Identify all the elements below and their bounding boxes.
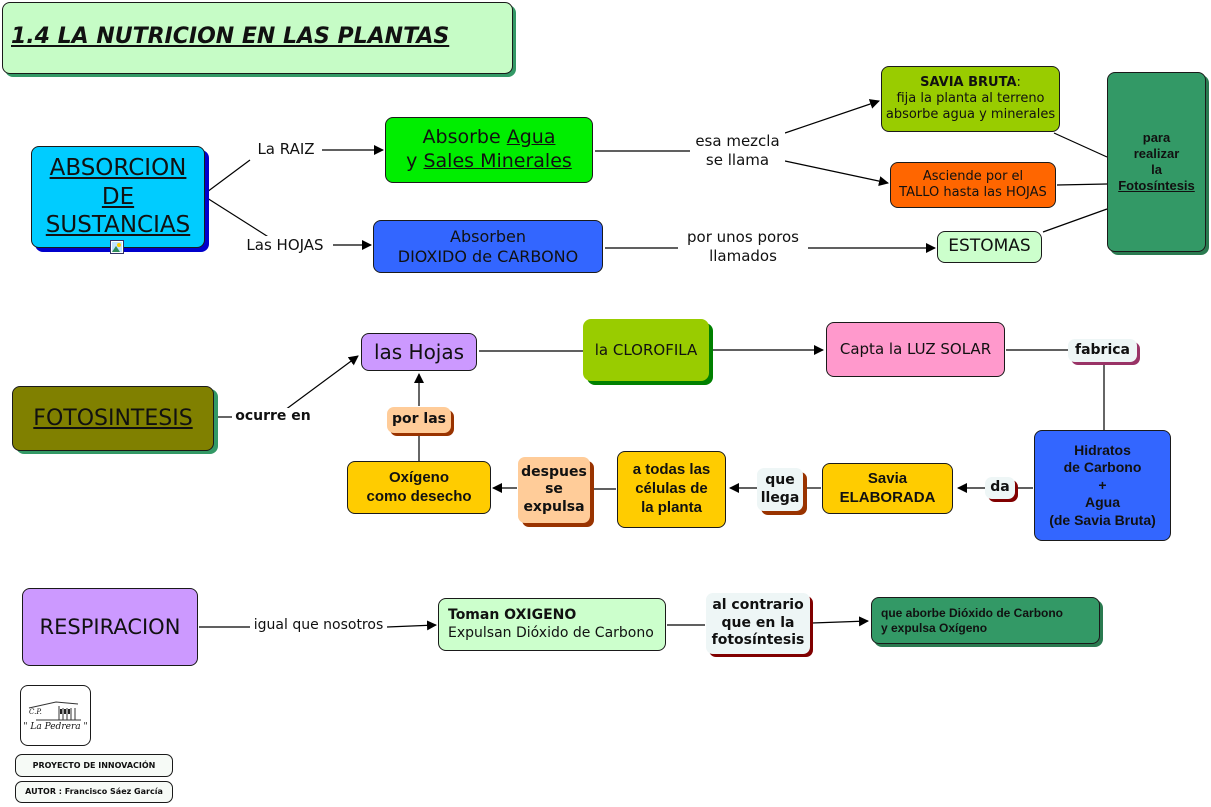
sales-text-b: Sales Minerales xyxy=(423,150,572,172)
despues-text: despues se expulsa xyxy=(521,463,587,515)
agua-text-a: Absorbe xyxy=(422,126,507,149)
proyecto-text: PROYECTO DE INNOVACIÓN xyxy=(32,760,156,770)
fotosintesis-text: FOTOSINTESIS xyxy=(33,405,193,431)
node-aborbe-dioxido[interactable]: que aborbe Dióxido de Carbono y expulsa … xyxy=(871,597,1100,644)
dioxido-line2: DIOXIDO de CARBONO xyxy=(397,246,579,266)
hojas-text: las Hojas xyxy=(373,339,465,364)
luz-text: Capta la LUZ SOLAR xyxy=(839,340,992,359)
sales-text-a: y xyxy=(406,150,424,172)
absorcion-line2: DE xyxy=(101,183,135,210)
savia-bruta-colon: : xyxy=(1016,74,1021,90)
node-respiracion[interactable]: RESPIRACION xyxy=(22,588,198,666)
respiracion-text: RESPIRACION xyxy=(39,614,181,639)
oxigeno-text: Oxígeno como desecho xyxy=(366,468,472,505)
para-line3: la xyxy=(1151,162,1162,177)
por-las-text: por las xyxy=(392,411,446,428)
node-estomas[interactable]: ESTOMAS xyxy=(937,231,1042,263)
savia-elaborada-text: Savia ELABORADA xyxy=(839,469,936,506)
toman-line1: Toman OXIGENO xyxy=(448,607,577,623)
node-savia-elaborada[interactable]: Savia ELABORADA xyxy=(822,463,953,514)
edge-absorcion-hojas xyxy=(206,197,271,239)
link-ocurre-en: ocurre en xyxy=(232,408,314,426)
node-la-clorofila[interactable]: la CLOROFILA xyxy=(583,319,709,381)
edge-absorcion-raiz xyxy=(206,159,251,193)
building-icon xyxy=(28,701,81,721)
toman-line2: Expulsan Dióxido de Carbono xyxy=(448,624,654,641)
absorcion-line1: ABSORCION xyxy=(49,154,187,181)
node-savia-bruta[interactable]: SAVIA BRUTA: fija la planta al terreno a… xyxy=(881,66,1060,132)
logo-cp-text: C.P. xyxy=(29,708,42,716)
node-absorbe-agua[interactable]: Absorbe Agua y Sales Minerales xyxy=(385,117,593,183)
link-al-contrario: al contrario que en la fotosíntesis xyxy=(706,593,810,654)
edge-saviabruta-para xyxy=(1053,132,1108,158)
celulas-text: a todas las células de la planta xyxy=(632,461,711,516)
node-absorben-dioxido[interactable]: Absorben DIOXIDO de CARBONO xyxy=(373,220,603,273)
que-llega-text: que llega xyxy=(760,472,800,506)
link-que-llega: que llega xyxy=(757,468,803,511)
title-box: 1.4 LA NUTRICION EN LAS PLANTAS xyxy=(2,2,513,74)
edge-contrario-aborbe xyxy=(811,616,869,627)
savia-bruta-line3: absorbe agua y minerales xyxy=(885,107,1056,123)
asciende-line1: Asciende por el xyxy=(922,168,1024,184)
da-text: da xyxy=(990,479,1010,496)
edge-asciende-para xyxy=(1056,183,1108,186)
link-esa-mezcla: esa mezcla se llama xyxy=(690,132,785,170)
edge-estomas-para xyxy=(1042,208,1108,233)
edge-mezcla-asciende xyxy=(784,160,889,187)
node-asciende-tallo[interactable]: Asciende por el TALLO hasta las HOJAS xyxy=(890,162,1056,208)
estomas-text: ESTOMAS xyxy=(948,236,1031,257)
edge-mezcla-saviabruta xyxy=(784,99,880,134)
school-logo: C.P. " La Pedrera " xyxy=(20,685,91,746)
contrario-text: al contrario que en la fotosíntesis xyxy=(711,597,805,649)
aborbe-text: que aborbe Dióxido de Carbono y expulsa … xyxy=(881,605,1064,635)
hidratos-text: Hidratos de Carbono + Agua (de Savia Bru… xyxy=(1049,441,1156,528)
para-line2: realizar xyxy=(1133,145,1180,161)
savia-bruta-title: SAVIA BRUTA xyxy=(920,74,1017,90)
autor-text: AUTOR : Francisco Sáez García xyxy=(25,787,163,796)
image-attachment-icon[interactable] xyxy=(110,240,124,254)
edge-ocurre-hojas xyxy=(284,355,359,411)
proyecto-label: PROYECTO DE INNOVACIÓN xyxy=(15,754,173,777)
clorofila-text: la CLOROFILA xyxy=(594,340,698,359)
page-title: 1.4 LA NUTRICION EN LAS PLANTAS xyxy=(11,24,450,49)
node-capta-luz-solar[interactable]: Capta la LUZ SOLAR xyxy=(826,322,1005,377)
para-line4: Fotosíntesis xyxy=(1118,178,1195,194)
agua-text-b: Agua xyxy=(506,126,556,149)
link-fabrica: fabrica xyxy=(1068,339,1137,362)
autor-label: AUTOR : Francisco Sáez García xyxy=(15,781,173,803)
savia-bruta-line2: fija la planta al terreno xyxy=(896,90,1045,106)
link-igual-que-nosotros: igual que nosotros xyxy=(250,617,387,635)
link-por-unos-poros: por unos poros llamados xyxy=(678,228,808,266)
link-da: da xyxy=(985,477,1015,499)
absorcion-line3: SUSTANCIAS xyxy=(45,212,191,239)
node-toman-oxigeno[interactable]: Toman OXIGENO Expulsan Dióxido de Carbon… xyxy=(438,598,666,651)
node-oxigeno-desecho[interactable]: Oxígeno como desecho xyxy=(347,461,491,514)
para-line1: para xyxy=(1142,129,1171,145)
node-para-realizar-fotosintesis[interactable]: para realizar la Fotosíntesis xyxy=(1107,72,1206,252)
link-por-las: por las xyxy=(387,407,451,433)
node-celulas-planta[interactable]: a todas las células de la planta xyxy=(617,451,726,528)
link-las-hojas: Las HOJAS xyxy=(237,236,333,255)
logo-name-text: " La Pedrera " xyxy=(23,721,88,732)
fabrica-text: fabrica xyxy=(1074,341,1130,358)
node-absorcion-sustancias[interactable]: ABSORCION DE SUSTANCIAS xyxy=(31,146,205,248)
dioxido-line1: Absorben xyxy=(450,226,526,246)
picture-glyph xyxy=(112,242,122,252)
link-la-raiz: La RAIZ xyxy=(250,140,322,159)
edge-igual-toman xyxy=(386,620,437,631)
node-las-hojas[interactable]: las Hojas xyxy=(361,333,477,371)
asciende-line2: TALLO hasta las HOJAS xyxy=(899,185,1047,200)
node-fotosintesis[interactable]: FOTOSINTESIS xyxy=(12,386,214,451)
link-despues-se-expulsa: despues se expulsa xyxy=(518,457,590,523)
node-hidratos-de-carbono[interactable]: Hidratos de Carbono + Agua (de Savia Bru… xyxy=(1034,430,1171,541)
